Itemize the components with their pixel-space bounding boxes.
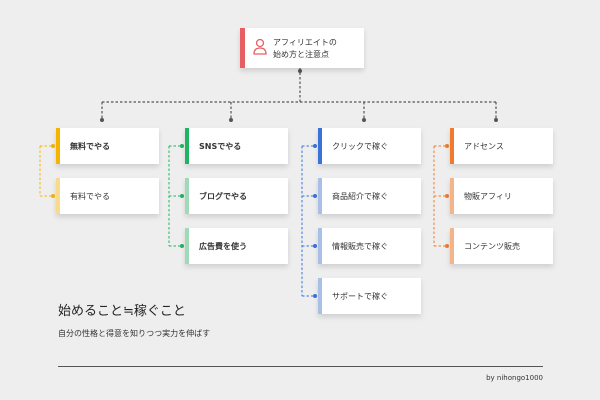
node-accent-bar xyxy=(185,228,189,264)
node-label: 商品紹介で稼ぐ xyxy=(332,191,388,201)
node-accent-bar xyxy=(318,178,322,214)
branch-dot xyxy=(313,244,317,248)
node-accent-bar xyxy=(450,178,454,214)
branch-node[interactable]: コンテンツ販売 xyxy=(450,228,553,264)
branch-dot xyxy=(313,194,317,198)
connector-dot xyxy=(100,118,104,122)
node-label: コンテンツ販売 xyxy=(464,241,520,251)
node-label: クリックで稼ぐ xyxy=(332,141,388,151)
root-label-line-1: アフィリエイトの xyxy=(273,38,337,47)
branch-dot xyxy=(313,144,317,148)
branch-dot xyxy=(445,144,449,148)
root-node[interactable]: アフィリエイトの 始め方と注意点 xyxy=(240,28,364,68)
branch-node[interactable]: クリックで稼ぐ xyxy=(318,128,421,164)
node-accent-bar xyxy=(318,278,322,314)
root-node-label: アフィリエイトの 始め方と注意点 xyxy=(273,37,337,61)
branch-dot xyxy=(51,194,55,198)
connector-dot xyxy=(362,118,366,122)
node-label: 有料でやる xyxy=(70,191,110,201)
branch-dot xyxy=(445,244,449,248)
person-icon xyxy=(253,38,267,55)
branch-node[interactable]: 情報販売で稼ぐ xyxy=(318,228,421,264)
branch-node[interactable]: サポートで稼ぐ xyxy=(318,278,421,314)
footer-divider xyxy=(58,366,543,367)
node-label: 情報販売で稼ぐ xyxy=(332,241,388,251)
branch-dot xyxy=(313,294,317,298)
node-accent-bar xyxy=(318,128,322,164)
node-accent-bar xyxy=(56,178,60,214)
node-accent-bar xyxy=(450,128,454,164)
branch-dot xyxy=(180,194,184,198)
connector-dot xyxy=(494,118,498,122)
headline: 始めること≒稼ぐこと xyxy=(58,304,186,319)
branch-dot xyxy=(445,194,449,198)
root-accent-bar xyxy=(240,28,245,68)
node-label: SNSでやる xyxy=(199,141,242,151)
node-label: アドセンス xyxy=(464,141,504,151)
node-label: 無料でやる xyxy=(70,141,110,151)
branch-dot xyxy=(51,144,55,148)
connector-dot xyxy=(229,118,233,122)
node-accent-bar xyxy=(318,228,322,264)
node-accent-bar xyxy=(56,128,60,164)
node-accent-bar xyxy=(185,128,189,164)
root-label-line-2: 始め方と注意点 xyxy=(273,50,329,59)
branch-node[interactable]: SNSでやる xyxy=(185,128,288,164)
branch-dot xyxy=(180,244,184,248)
branch-node[interactable]: ブログでやる xyxy=(185,178,288,214)
node-label: 広告費を使う xyxy=(199,241,247,251)
credit-text: by nihongo1000 xyxy=(486,374,543,382)
node-accent-bar xyxy=(185,178,189,214)
branch-node[interactable]: 物販アフィリ xyxy=(450,178,553,214)
branch-node[interactable]: 商品紹介で稼ぐ xyxy=(318,178,421,214)
node-label: ブログでやる xyxy=(199,191,247,201)
branch-node[interactable]: 無料でやる xyxy=(56,128,159,164)
subheadline: 自分の性格と得意を知りつつ実力を伸ばす xyxy=(58,329,211,338)
node-label: サポートで稼ぐ xyxy=(332,291,388,301)
node-label: 物販アフィリ xyxy=(464,191,512,201)
branch-node[interactable]: アドセンス xyxy=(450,128,553,164)
branch-node[interactable]: 広告費を使う xyxy=(185,228,288,264)
connector-dot xyxy=(298,69,302,73)
branch-dot xyxy=(180,144,184,148)
branch-node[interactable]: 有料でやる xyxy=(56,178,159,214)
node-accent-bar xyxy=(450,228,454,264)
